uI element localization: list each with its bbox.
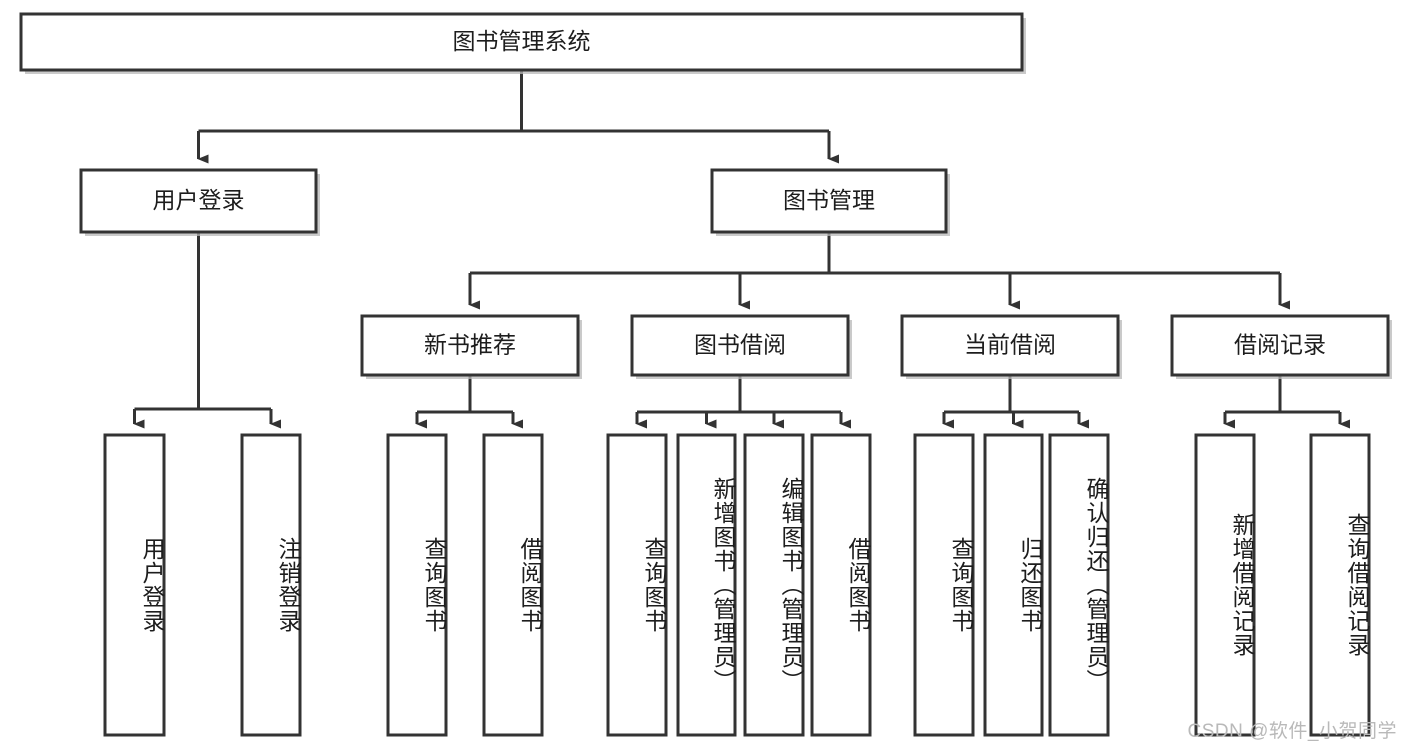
node-leaf-1[interactable] bbox=[240, 433, 302, 737]
node-level3-label-1: 图书借阅 bbox=[694, 332, 786, 358]
node-level3-0[interactable] bbox=[360, 314, 580, 377]
node-level2-label-1: 图书管理 bbox=[783, 187, 875, 213]
node-level2-0[interactable] bbox=[79, 168, 318, 234]
node-root-book-management-system[interactable] bbox=[19, 12, 1024, 72]
node-leaf-9[interactable] bbox=[983, 433, 1044, 737]
watermark-text: CSDN @软件_小贺同学 bbox=[1187, 721, 1397, 742]
node-root-label: 图书管理系统 bbox=[453, 28, 591, 54]
node-level3-3[interactable] bbox=[1170, 314, 1390, 377]
node-level3-2[interactable] bbox=[900, 314, 1120, 377]
node-leaf-3[interactable] bbox=[482, 433, 544, 737]
node-leaf-0[interactable] bbox=[103, 433, 166, 737]
node-leaf-12[interactable] bbox=[1309, 433, 1371, 737]
node-leaf-5[interactable] bbox=[676, 433, 737, 737]
connector-layer bbox=[133, 70, 1350, 429]
node-level3-label-2: 当前借阅 bbox=[964, 332, 1056, 358]
node-level2-1[interactable] bbox=[710, 168, 948, 234]
node-level3-label-3: 借阅记录 bbox=[1234, 332, 1326, 358]
node-level2-label-0: 用户登录 bbox=[153, 187, 245, 213]
node-leaf-7[interactable] bbox=[810, 433, 872, 737]
node-leaf-6[interactable] bbox=[743, 433, 805, 737]
node-leaf-11[interactable] bbox=[1194, 433, 1256, 737]
node-leaf-4[interactable] bbox=[606, 433, 668, 737]
node-level3-1[interactable] bbox=[630, 314, 850, 377]
node-leaf-10[interactable] bbox=[1048, 433, 1110, 737]
node-leaf-2[interactable] bbox=[386, 433, 448, 737]
node-level3-label-0: 新书推荐 bbox=[424, 332, 516, 358]
node-leaf-8[interactable] bbox=[913, 433, 975, 737]
